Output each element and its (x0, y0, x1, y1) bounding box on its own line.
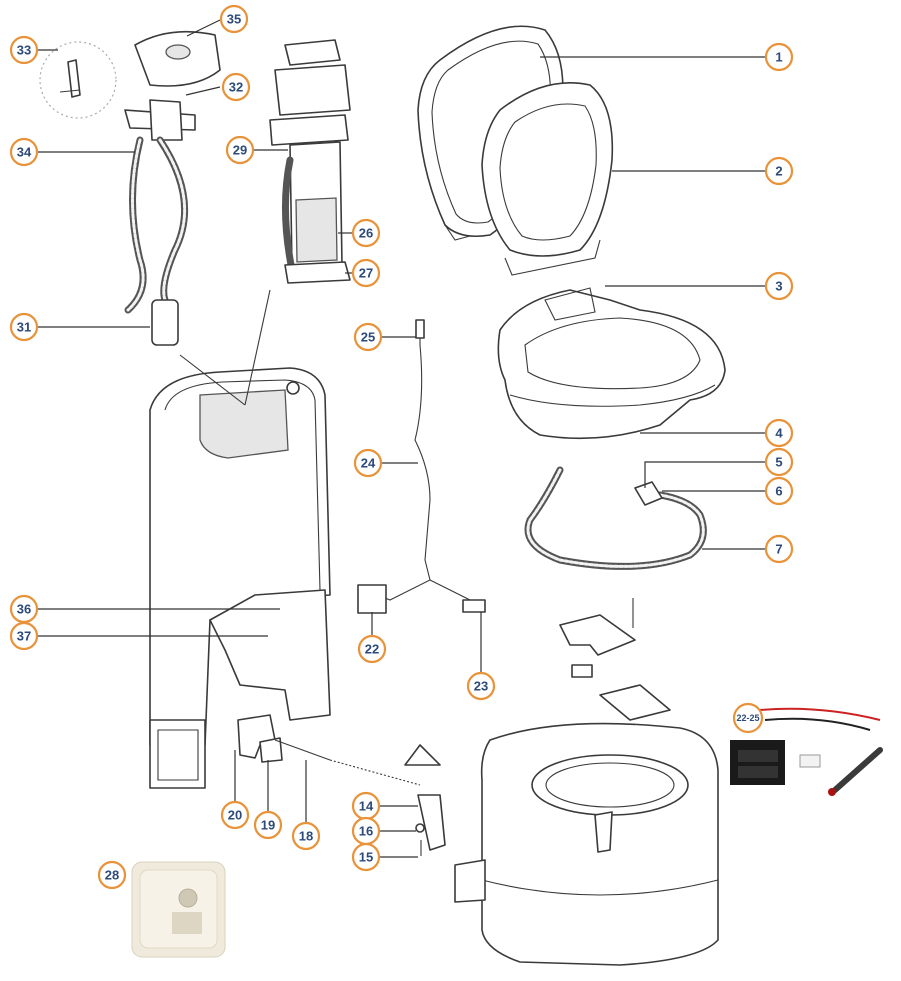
callout-5: 5 (764, 447, 794, 477)
callout-1: 1 (764, 42, 794, 72)
svg-text:32: 32 (229, 80, 243, 95)
callout-22-25: 22-25 (732, 702, 764, 734)
svg-text:33: 33 (17, 43, 31, 58)
callout-28: 28 (97, 860, 127, 890)
svg-text:5: 5 (775, 455, 782, 470)
callout-20: 20 (220, 800, 250, 830)
svg-text:22-25: 22-25 (736, 713, 759, 723)
callout-32: 32 (221, 72, 251, 102)
svg-text:16: 16 (359, 824, 373, 839)
callout-37: 37 (9, 621, 39, 651)
svg-text:35: 35 (227, 12, 241, 27)
back-panel (149, 367, 331, 789)
flush-pump (269, 39, 351, 284)
callout-3: 3 (764, 271, 794, 301)
callout-34: 34 (9, 137, 39, 167)
waste-tank (454, 722, 719, 966)
toilet-seat (481, 82, 614, 276)
level-valve (404, 744, 446, 856)
svg-text:4: 4 (775, 426, 783, 441)
callout-23: 23 (466, 671, 496, 701)
svg-text:37: 37 (17, 629, 31, 644)
svg-text:14: 14 (359, 799, 374, 814)
rod-bracket (237, 714, 421, 786)
callout-22: 22 (357, 634, 387, 664)
callout-4: 4 (764, 418, 794, 448)
callout-24: 24 (353, 448, 383, 478)
callout-2: 2 (764, 156, 794, 186)
callout-7: 7 (764, 534, 794, 564)
svg-text:24: 24 (361, 456, 376, 471)
toilet-bowl (497, 287, 726, 440)
leader-lines (38, 19, 766, 858)
wiring-harness (357, 319, 486, 614)
svg-text:18: 18 (299, 829, 313, 844)
callout-31: 31 (9, 312, 39, 342)
svg-text:1: 1 (775, 50, 782, 65)
svg-text:36: 36 (17, 602, 31, 617)
callout-16: 16 (351, 816, 381, 846)
svg-text:20: 20 (228, 808, 242, 823)
callout-33: 33 (9, 35, 39, 65)
callout-35: 35 (219, 4, 249, 34)
detail-circle (39, 41, 117, 119)
indicator-photo (131, 861, 226, 958)
svg-text:19: 19 (261, 818, 275, 833)
svg-text:26: 26 (359, 226, 373, 241)
callout-25: 25 (353, 322, 383, 352)
callout-19: 19 (253, 810, 283, 840)
svg-text:23: 23 (474, 679, 488, 694)
svg-text:31: 31 (17, 320, 31, 335)
svg-text:28: 28 (105, 868, 119, 883)
svg-text:7: 7 (775, 542, 782, 557)
svg-text:2: 2 (775, 164, 782, 179)
callout-6: 6 (764, 476, 794, 506)
svg-text:25: 25 (361, 330, 375, 345)
callout-27: 27 (351, 258, 381, 288)
indicator-assembly (124, 30, 221, 346)
mounting-brackets (559, 598, 671, 721)
flush-hose (524, 466, 707, 570)
battery-photo (730, 707, 883, 796)
callout-29: 29 (225, 135, 255, 165)
callout-36: 36 (9, 594, 39, 624)
callout-15: 15 (351, 842, 381, 872)
svg-text:27: 27 (359, 266, 373, 281)
callout-14: 14 (351, 791, 381, 821)
svg-text:34: 34 (17, 145, 32, 160)
svg-text:6: 6 (775, 484, 782, 499)
svg-text:15: 15 (359, 850, 373, 865)
callout-26: 26 (351, 218, 381, 248)
callout-18: 18 (291, 821, 321, 851)
svg-text:22: 22 (365, 642, 379, 657)
svg-text:29: 29 (233, 143, 247, 158)
svg-text:3: 3 (775, 279, 782, 294)
